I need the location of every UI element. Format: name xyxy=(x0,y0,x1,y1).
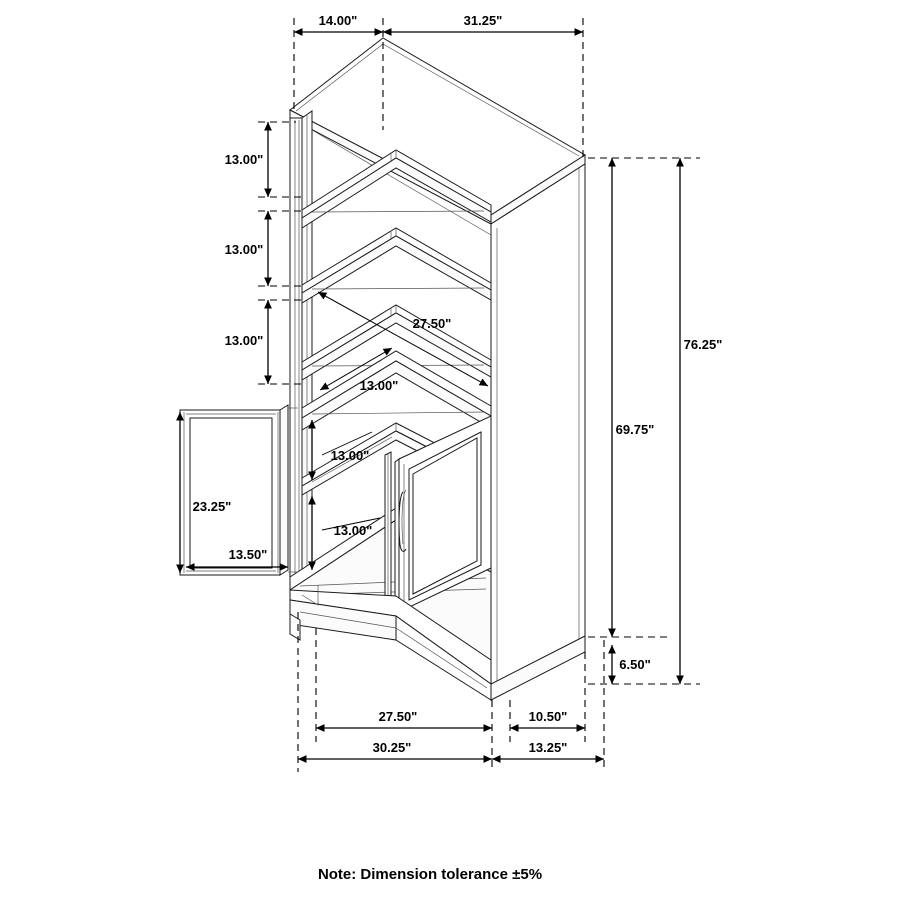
dimension-overall-depth: 13.25" xyxy=(492,740,604,763)
dimension-label-left-gap-2: 13.00" xyxy=(225,242,264,257)
dimension-left-gap-2: 13.00" xyxy=(225,210,302,287)
base-plinth xyxy=(289,585,586,701)
dimension-top-width: 31.25" xyxy=(383,13,584,157)
dimension-label-base-height: 6.50" xyxy=(619,657,650,672)
dimension-top-depth: 14.00" xyxy=(293,13,384,130)
tolerance-note: Note: Dimension tolerance ±5% xyxy=(318,866,542,883)
dimension-label-bottom-overall-depth: 13.25" xyxy=(529,740,568,755)
dimension-label-overall-height: 76.25" xyxy=(684,337,723,352)
dimension-body-height: 69.75" xyxy=(588,157,700,638)
dimension-cabinet-gap-1: 13.00" xyxy=(308,420,373,480)
dimension-interior-width: 27.50" xyxy=(317,291,489,387)
dimension-label-top-width: 31.25" xyxy=(464,13,503,28)
cabinet-center-stile xyxy=(384,451,392,609)
dimension-label-left-gap-1: 13.00" xyxy=(225,152,264,167)
dimension-overall-width: 30.25" xyxy=(298,740,492,763)
dimension-label-top-depth: 14.00" xyxy=(319,13,358,28)
dimension-cabinet-gap-2: 13.00" xyxy=(308,496,381,570)
dimension-label-bottom-front: 27.50" xyxy=(379,709,418,724)
dimension-interior-depth: 13.00" xyxy=(319,347,399,393)
bookcase-isometric-view xyxy=(179,37,586,701)
side-panel-right xyxy=(490,163,586,685)
dimension-base-height: 6.50" xyxy=(588,645,700,685)
shelf-1 xyxy=(301,149,492,229)
dimension-bottom-extension-lines xyxy=(297,612,605,772)
dimension-label-cabinet-gap-2: 13.00" xyxy=(334,523,373,538)
dimension-label-bottom-overall-width: 30.25" xyxy=(373,740,412,755)
dimension-base-side-depth: 10.50" xyxy=(510,709,585,732)
closed-door-panel[interactable] xyxy=(394,415,492,616)
dimension-door-width: 13.50" xyxy=(186,547,288,571)
open-door-panel[interactable] xyxy=(179,404,298,576)
dimension-label-interior-width: 27.50" xyxy=(413,316,452,331)
dimension-label-body-height: 69.75" xyxy=(616,422,655,437)
dimension-label-cabinet-gap-1: 13.00" xyxy=(331,448,370,463)
side-panel-left xyxy=(289,110,313,596)
dimension-base-front-width: 27.50" xyxy=(316,709,492,732)
dimension-door-height: 23.25" xyxy=(176,412,232,573)
shelf-2 xyxy=(301,227,492,304)
dimension-label-bottom-side: 10.50" xyxy=(529,709,568,724)
dimension-label-interior-depth: 13.00" xyxy=(360,378,399,393)
door-handle[interactable] xyxy=(398,489,407,552)
dimension-left-gap-1: 13.00" xyxy=(225,121,302,198)
dimension-overall-height: 76.25" xyxy=(676,158,723,684)
dimension-left-gap-3: 13.00" xyxy=(225,299,302,385)
dimension-label-door-width: 13.50" xyxy=(229,547,268,562)
dimension-label-left-gap-3: 13.00" xyxy=(225,333,264,348)
dimension-label-door-height: 23.25" xyxy=(193,499,232,514)
